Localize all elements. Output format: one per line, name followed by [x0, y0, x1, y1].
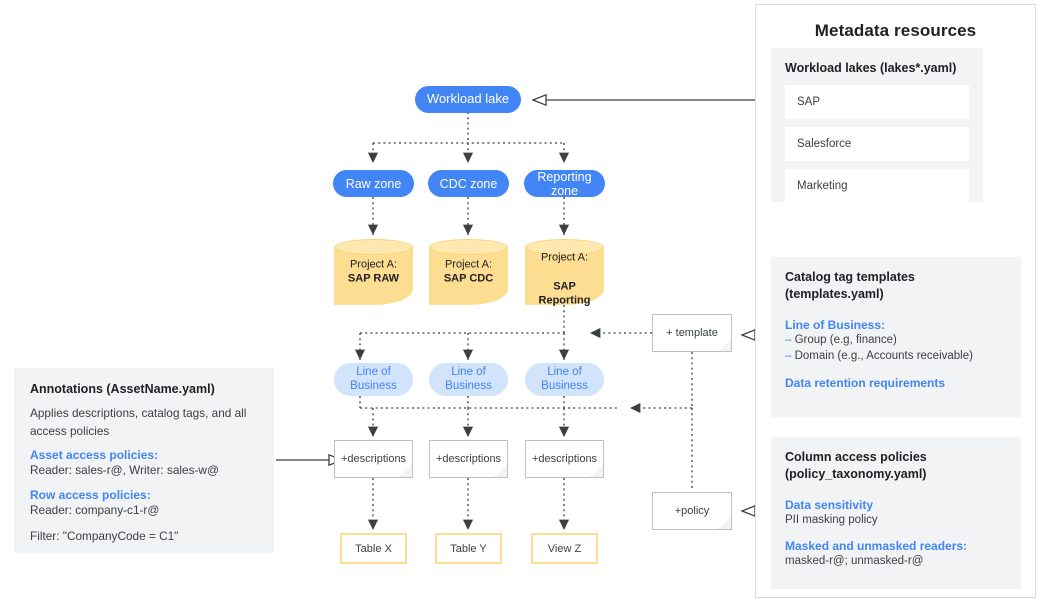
node-project-sap-raw[interactable]: Project A: SAP RAW [334, 239, 413, 305]
column-policies-heading-line1: Column access policies [785, 450, 927, 464]
spacer [30, 520, 258, 528]
spacer [785, 365, 1007, 376]
spacer [30, 440, 258, 448]
node-view-z[interactable]: View Z [531, 533, 598, 564]
row-access-heading: Row access policies: [30, 488, 151, 503]
node-project-sap-reporting[interactable]: Project A: SAP Reporting [525, 236, 604, 307]
note-fold-icon [719, 339, 731, 351]
annotations-description: Applies descriptions, catalog tags, and … [30, 406, 247, 438]
node-cdc-zone[interactable]: CDC zone [428, 170, 509, 197]
node-descriptions-3[interactable]: +descriptions [525, 440, 604, 478]
spacer [785, 487, 1007, 498]
cylinder-body [525, 247, 604, 305]
lake-item-marketing[interactable]: Marketing [785, 168, 969, 203]
lob-line2: Business [541, 379, 588, 392]
note-fold-icon [400, 465, 412, 477]
metadata-resources-panel: Metadata resources Workload lakes (lakes… [755, 4, 1036, 598]
lob-line1: Line of [451, 365, 486, 378]
column-access-policies-box: Column access policies (policy_taxonomy.… [771, 437, 1021, 589]
template-label: + template [666, 327, 718, 339]
lake-item-sap[interactable]: SAP [785, 84, 969, 119]
descriptions-label: +descriptions [531, 453, 598, 465]
cylinder-top [525, 239, 604, 255]
masked-readers-heading: Masked and unmasked readers: [785, 539, 968, 554]
note-fold-icon [591, 465, 603, 477]
project-line2: SAP Reporting [538, 280, 591, 307]
node-template[interactable]: + template [652, 314, 732, 352]
note-fold-icon [719, 517, 731, 529]
bullet-label: Domain (e.g., Accounts receivable) [794, 350, 973, 363]
node-table-y[interactable]: Table Y [435, 533, 502, 564]
raw-zone-label: Raw zone [345, 176, 402, 191]
asset-access-value: Reader: sales-r@, Writer: sales-w@ [30, 463, 219, 478]
annotations-title: Annotations (AssetName.yaml) [30, 382, 215, 396]
filter-value: Filter: "CompanyCode = C1" [30, 528, 179, 543]
data-sensitivity-value: PII masking policy [785, 513, 878, 526]
lob-line2: Business [350, 379, 397, 392]
descriptions-label: +descriptions [435, 453, 502, 465]
cdc-zone-label: CDC zone [439, 176, 498, 191]
project-sap-raw-label: Project A: SAP RAW [334, 258, 413, 287]
bullet-label: Group (e.g, finance) [794, 333, 897, 346]
spacer [785, 307, 1007, 318]
project-sap-cdc-label: Project A: SAP CDC [429, 258, 508, 287]
masked-readers-value: masked-r@; unmasked-r@ [785, 555, 924, 568]
cylinder-top [334, 239, 413, 255]
catalog-bullet-group: – Group (e.g, finance) [785, 332, 1007, 349]
catalog-tag-templates-box: Catalog tag templates (templates.yaml) L… [771, 257, 1021, 417]
node-policy[interactable]: +policy [652, 492, 732, 530]
lob-line1: Line of [547, 365, 582, 378]
lob-line1: Line of [356, 365, 391, 378]
spacer [785, 528, 1007, 539]
project-sap-reporting-label: Project A: SAP Reporting [525, 236, 604, 307]
workload-lakes-heading: Workload lakes (lakes*.yaml) [785, 61, 957, 75]
node-table-x[interactable]: Table X [340, 533, 407, 564]
annotations-panel: Annotations (AssetName.yaml) Applies des… [14, 368, 274, 553]
project-line2: SAP RAW [347, 273, 400, 285]
catalog-templates-heading-line1: Catalog tag templates [785, 270, 915, 284]
workload-lakes-box: Workload lakes (lakes*.yaml) SAP Salesfo… [771, 48, 983, 203]
node-raw-zone[interactable]: Raw zone [333, 170, 414, 197]
data-sensitivity-heading: Data sensitivity [785, 497, 874, 512]
data-retention-heading: Data retention requirements [785, 376, 946, 391]
catalog-templates-heading-line2: (templates.yaml) [785, 286, 884, 301]
table-x-label: Table X [355, 542, 392, 555]
node-line-of-business-3[interactable]: Line of Business [525, 363, 604, 396]
lob-line2: Business [445, 379, 492, 392]
lake-item-label: Salesforce [797, 137, 852, 150]
project-line1: Project A: [540, 251, 589, 264]
lob-heading: Line of Business: [785, 317, 886, 332]
row-access-value: Reader: company-c1-r@ [30, 503, 160, 518]
node-reporting-zone[interactable]: Reporting zone [524, 169, 605, 198]
node-line-of-business-1[interactable]: Line of Business [334, 363, 413, 396]
bullet-dash-icon: – [785, 333, 792, 346]
metadata-panel-title: Metadata resources [814, 21, 977, 40]
note-fold-icon [495, 465, 507, 477]
node-workload-lake[interactable]: Workload lake [415, 86, 521, 113]
cylinder-top [429, 239, 508, 255]
catalog-bullet-domain: – Domain (e.g., Accounts receivable) [785, 348, 1007, 365]
reporting-zone-label: Reporting zone [537, 169, 592, 198]
workload-lake-label: Workload lake [426, 91, 510, 107]
lake-item-salesforce[interactable]: Salesforce [785, 126, 969, 161]
descriptions-label: +descriptions [340, 453, 407, 465]
project-line1: Project A: [444, 258, 493, 271]
node-line-of-business-2[interactable]: Line of Business [429, 363, 508, 396]
project-line1: Project A: [349, 258, 398, 271]
view-z-label: View Z [547, 542, 582, 555]
cylinder-body [334, 247, 413, 305]
lake-item-label: Marketing [797, 179, 848, 192]
lake-item-label: SAP [797, 95, 821, 108]
node-descriptions-2[interactable]: +descriptions [429, 440, 508, 478]
bullet-dash-icon: – [785, 350, 792, 363]
node-project-sap-cdc[interactable]: Project A: SAP CDC [429, 239, 508, 305]
policy-label: +policy [674, 505, 710, 517]
column-policies-heading-line2: (policy_taxonomy.yaml) [785, 466, 927, 481]
project-line2: SAP CDC [443, 273, 494, 285]
spacer [30, 480, 258, 488]
node-descriptions-1[interactable]: +descriptions [334, 440, 413, 478]
asset-access-heading: Asset access policies: [30, 448, 159, 463]
cylinder-body [429, 247, 508, 305]
table-y-label: Table Y [450, 542, 487, 555]
